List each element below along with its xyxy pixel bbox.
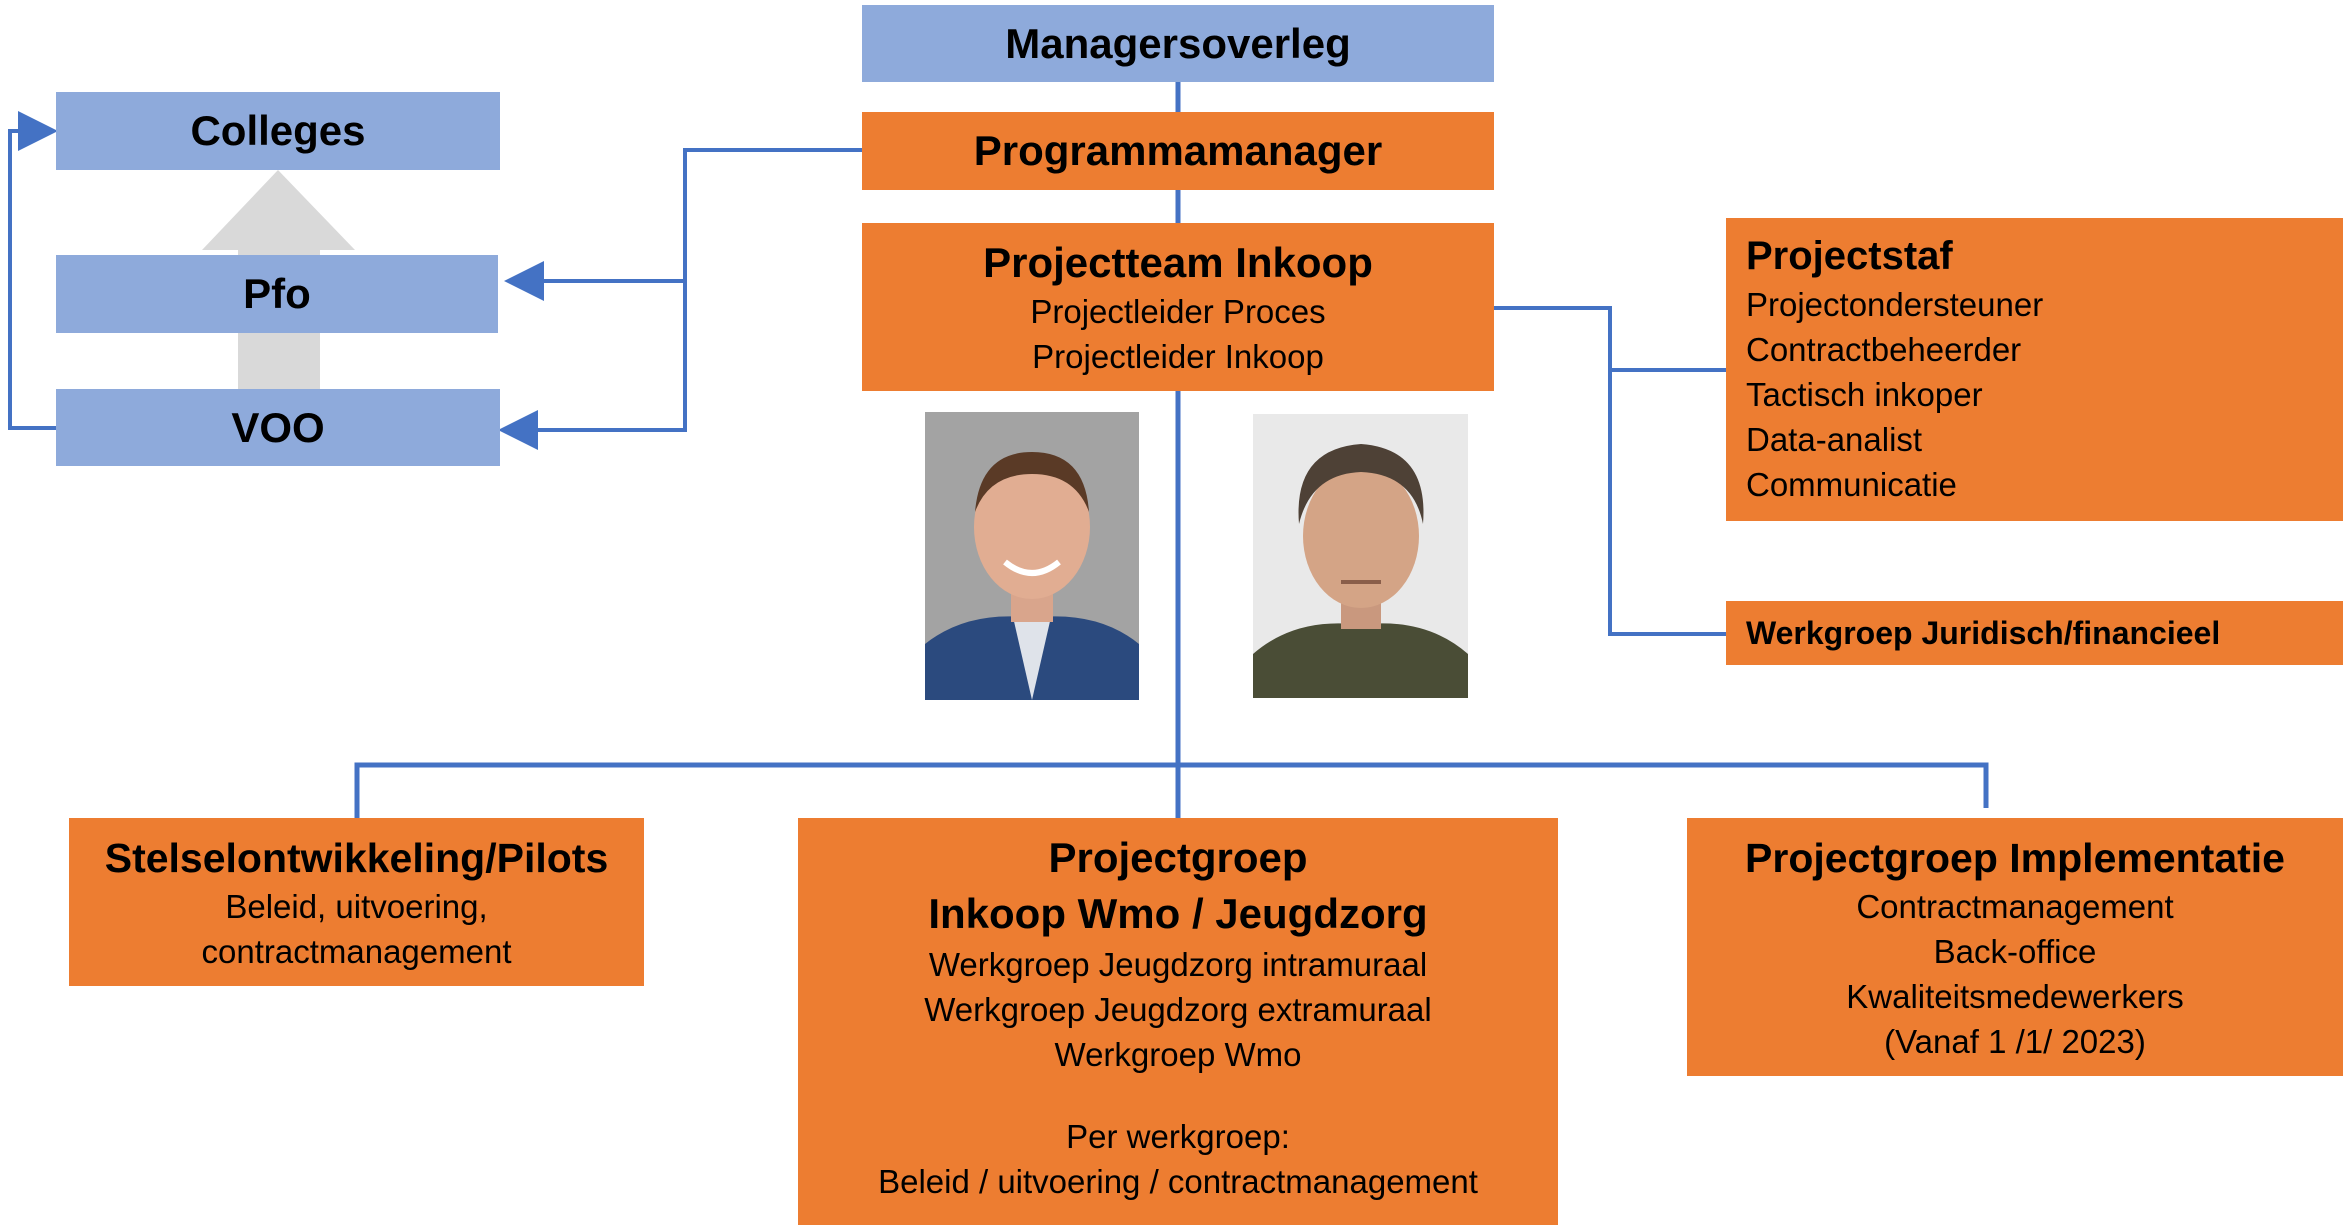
stelsel-line: contractmanagement xyxy=(201,933,512,970)
voo-box: VOO xyxy=(56,389,500,466)
projectstaf-item: Communicatie xyxy=(1746,466,1957,503)
stelsel-box: Stelselontwikkeling/Pilots Beleid, uitvo… xyxy=(69,818,644,986)
projectstaf-item: Contractbeheerder xyxy=(1746,331,2022,368)
pfo-label: Pfo xyxy=(243,270,311,317)
impl-item: Contractmanagement xyxy=(1856,888,2174,925)
portrait-photo-2 xyxy=(1253,414,1468,698)
programmamanager-label: Programmamanager xyxy=(973,127,1383,174)
projectstaf-item: Data-analist xyxy=(1746,421,1923,458)
werkgroep-juridisch-label: Werkgroep Juridisch/financieel xyxy=(1746,614,2221,651)
projectstaf-box: Projectstaf Projectondersteuner Contract… xyxy=(1726,218,2343,521)
projectgroep-inkoop-box: Projectgroep Inkoop Wmo / Jeugdzorg Werk… xyxy=(798,818,1558,1225)
impl-item: (Vanaf 1 /1/ 2023) xyxy=(1884,1023,2146,1060)
programmamanager-box: Programmamanager xyxy=(862,112,1494,190)
werkgroep-item: Werkgroep Jeugdzorg extramuraal xyxy=(924,991,1432,1028)
impl-item: Kwaliteitsmedewerkers xyxy=(1846,978,2184,1015)
managersoverleg-box: Managersoverleg xyxy=(862,5,1494,82)
projectstaf-item: Tactisch inkoper xyxy=(1746,376,1983,413)
per-werkgroep-label: Per werkgroep: xyxy=(1066,1118,1290,1155)
connector-prog-voo xyxy=(498,148,862,450)
per-werkgroep-value: Beleid / uitvoering / contractmanagement xyxy=(878,1163,1478,1200)
projectgroep-inkoop-subtitle: Inkoop Wmo / Jeugdzorg xyxy=(928,890,1428,937)
projectstaf-item: Projectondersteuner xyxy=(1746,286,2044,323)
projectteam-box: Projectteam Inkoop Projectleider Proces … xyxy=(862,223,1494,391)
werkgroep-juridisch-box: Werkgroep Juridisch/financieel xyxy=(1726,601,2343,665)
person-icon xyxy=(1253,414,1468,698)
managersoverleg-label: Managersoverleg xyxy=(1005,19,1351,67)
voo-label: VOO xyxy=(231,403,325,451)
projectgroep-impl-box: Projectgroep Implementatie Contractmanag… xyxy=(1687,818,2343,1076)
stelsel-title: Stelselontwikkeling/Pilots xyxy=(104,835,609,881)
person-icon xyxy=(925,412,1139,700)
werkgroep-item: Werkgroep Wmo xyxy=(1054,1036,1302,1073)
portrait-photo-1 xyxy=(925,412,1139,700)
projectteam-line: Projectleider Proces xyxy=(1030,293,1326,330)
projectstaf-title: Projectstaf xyxy=(1746,234,1953,278)
projectgroep-impl-title: Projectgroep Implementatie xyxy=(1745,835,2285,881)
connector-voo-colleges xyxy=(8,111,58,430)
connector-team-werkgroep xyxy=(1494,306,1726,636)
connector-bottom-bus xyxy=(354,762,1989,820)
projectteam-title: Projectteam Inkoop xyxy=(983,239,1373,286)
projectteam-line: Projectleider Inkoop xyxy=(1032,338,1324,375)
impl-item: Back-office xyxy=(1933,933,2097,970)
werkgroep-item: Werkgroep Jeugdzorg intramuraal xyxy=(928,946,1428,983)
colleges-box: Colleges xyxy=(56,92,500,170)
projectgroep-inkoop-title: Projectgroep xyxy=(1048,834,1308,881)
colleges-label: Colleges xyxy=(190,107,366,154)
pfo-box: Pfo xyxy=(56,255,498,333)
stelsel-line: Beleid, uitvoering, xyxy=(225,888,488,925)
